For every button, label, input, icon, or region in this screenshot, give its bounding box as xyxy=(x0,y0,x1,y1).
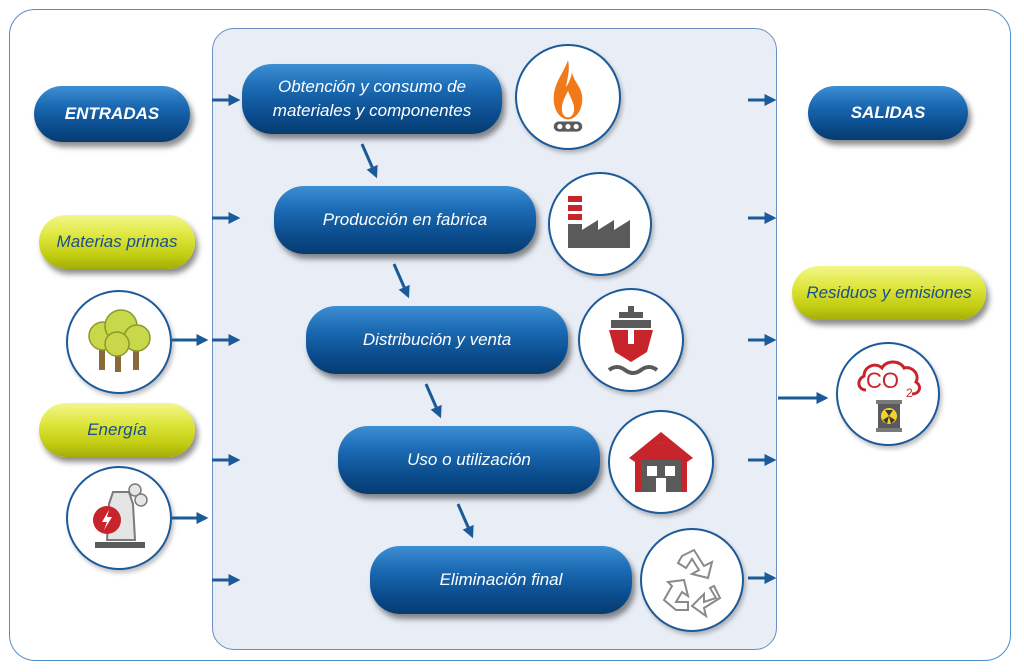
energy-label: Energía xyxy=(39,403,195,457)
arrow-stage-3 xyxy=(424,383,442,419)
waste-emissions-label: Residuos y emisiones xyxy=(792,266,986,320)
outer-frame xyxy=(9,9,1011,661)
inputs-label: ENTRADAS xyxy=(34,86,190,142)
stage-disposal-label: Eliminación final xyxy=(439,570,563,589)
recycle-icon xyxy=(640,528,744,632)
stage-distribution: Distribución y venta xyxy=(306,306,568,374)
arrow-stage-1 xyxy=(360,143,378,179)
stage-disposal: Eliminación final xyxy=(370,546,632,614)
gas-flame-icon xyxy=(515,44,621,150)
stage-use: Uso o utilización xyxy=(338,426,600,494)
power-plant-icon xyxy=(66,466,172,570)
outputs-label: SALIDAS xyxy=(808,86,968,140)
factory-icon xyxy=(548,172,652,276)
stage-materials: Obtención y consumo de materiales y comp… xyxy=(242,64,502,134)
house-icon xyxy=(608,410,714,514)
stage-production: Producción en fabrica xyxy=(274,186,536,254)
trees-icon xyxy=(66,290,172,394)
co2-subscript: 2 xyxy=(906,386,913,400)
co2-waste-icon: CO 2 xyxy=(836,342,940,446)
ship-icon xyxy=(578,288,684,392)
arrow-stage-2 xyxy=(392,263,410,299)
stage-distribution-label: Distribución y venta xyxy=(362,330,512,349)
stage-production-label: Producción en fabrica xyxy=(322,210,488,229)
co2-text: CO xyxy=(866,368,899,393)
arrow-stage-4 xyxy=(456,503,474,539)
raw-materials-label: Materias primas xyxy=(39,215,195,269)
stage-use-label: Uso o utilización xyxy=(407,450,531,469)
stage-materials-line1: Obtención y consumo de xyxy=(277,77,467,96)
stage-materials-line2: materiales y componentes xyxy=(272,101,472,120)
